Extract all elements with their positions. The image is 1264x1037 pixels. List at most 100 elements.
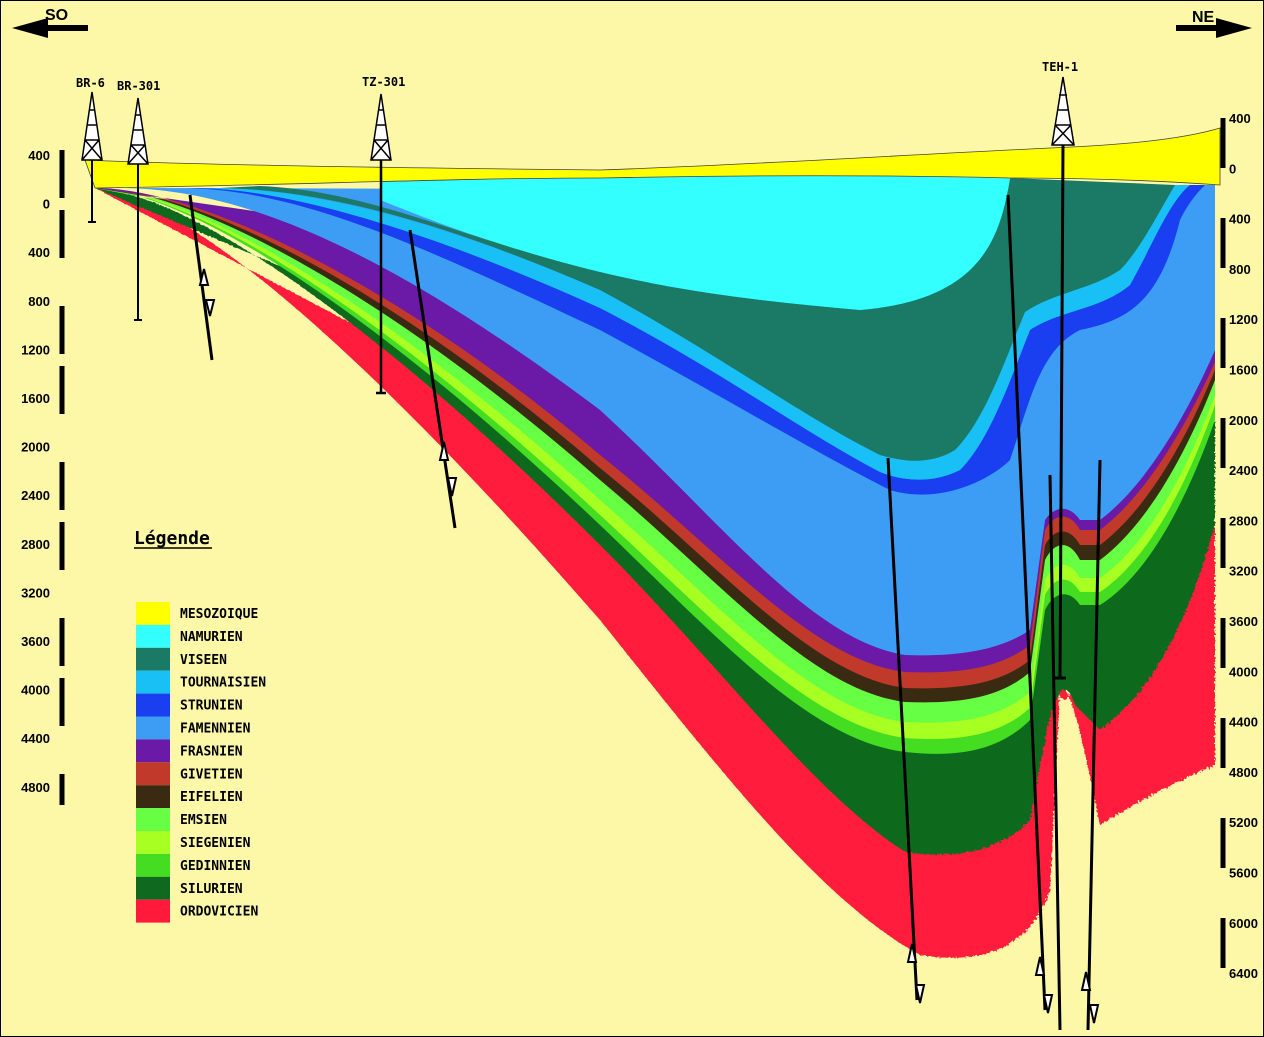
well-br-301: [127, 97, 149, 321]
derrick-icon: [370, 93, 392, 161]
right-depth-label: 1200: [1229, 312, 1258, 327]
left-depth-label: 1600: [21, 391, 50, 406]
right-depth-label: 400: [1229, 212, 1251, 227]
orientation-right: NE: [1176, 9, 1252, 38]
fault-arrow-icon: [1034, 956, 1054, 1014]
fault-line: [1048, 474, 1062, 1031]
fault-line: [886, 457, 919, 1001]
right-depth-label: 0: [1229, 161, 1236, 176]
legend-swatch: [136, 739, 170, 763]
well-label: TZ-301: [362, 75, 405, 89]
left-depth-label: 3600: [21, 634, 50, 649]
strata: [84, 127, 1221, 958]
fault-arrow-icon: [198, 268, 216, 317]
right-depth-label: 4400: [1229, 715, 1258, 730]
legend-swatch: [136, 785, 170, 809]
layer-namurien: [380, 175, 1010, 310]
legend-label: TOURNAISIEN: [180, 676, 266, 691]
derrick-icon: [1051, 76, 1075, 146]
arrow-right-icon: [1176, 18, 1252, 38]
right-depth-label: 2800: [1229, 513, 1258, 528]
fault-line: [1006, 194, 1047, 1011]
derrick-icon: [81, 91, 103, 161]
legend-label: NAMURIEN: [180, 630, 243, 645]
orientation-label-ne: NE: [1192, 9, 1215, 26]
well-label: TEH-1: [1042, 60, 1078, 74]
right-depth-label: 800: [1229, 262, 1251, 277]
well-trace: [1058, 144, 1065, 679]
legend-label: EIFELIEN: [180, 790, 243, 805]
legend-label: FRASNIEN: [180, 744, 243, 759]
left-depth-label: 2400: [21, 488, 50, 503]
left-depth-label: 2800: [21, 537, 50, 552]
right-depth-label: 4800: [1229, 765, 1258, 780]
right-depth-label: 1600: [1229, 363, 1258, 378]
right-depth-label: 3200: [1229, 564, 1258, 579]
left-depth-scale: 4000400800120016002000240028003200360040…: [21, 148, 65, 805]
right-depth-label: 6400: [1229, 966, 1258, 981]
right-depth-scale: 4000400800120016002000240028003200360040…: [1220, 111, 1258, 981]
legend-label: EMSIEN: [180, 813, 227, 828]
derrick-icon: [127, 97, 149, 165]
legend-swatch: [136, 670, 170, 694]
legend-label: GEDINNIEN: [180, 859, 251, 874]
legend-label: GIVETIEN: [180, 767, 243, 782]
layer-mesozoique: [84, 127, 1221, 189]
right-depth-label: 2000: [1229, 413, 1258, 428]
legend-swatch: [136, 808, 170, 831]
faults: [188, 194, 1102, 1031]
left-depth-label: 400: [28, 148, 50, 163]
legend-label: MESOZOIQUE: [180, 607, 258, 622]
left-depth-label: 800: [28, 294, 50, 309]
fault-arrow-icon: [906, 943, 926, 1004]
wells: [81, 76, 1075, 680]
legend-label: STRUNIEN: [180, 699, 243, 714]
legend-swatch: [136, 831, 170, 854]
left-depth-label: 4400: [21, 731, 50, 746]
left-depth-label: 0: [43, 197, 50, 212]
right-depth-label: 6000: [1229, 916, 1258, 931]
left-depth-label: 400: [28, 245, 50, 260]
well-label: BR-6: [76, 76, 105, 90]
legend-label: SIEGENIEN: [180, 836, 251, 851]
well-label: BR-301: [117, 79, 160, 93]
well-br-6: [81, 91, 103, 223]
fault-arrow-icon: [438, 441, 458, 497]
right-depth-label: 5600: [1229, 866, 1258, 881]
arrow-left-icon: [12, 18, 88, 38]
left-depth-label: 1200: [21, 342, 50, 357]
well-tz-301: [370, 93, 392, 395]
right-depth-label: 400: [1229, 111, 1251, 126]
left-depth-label: 2000: [21, 440, 50, 455]
left-depth-label: 4000: [21, 683, 50, 698]
well-teh-1: [1051, 76, 1075, 680]
legend-label: VISEEN: [180, 653, 227, 668]
left-depth-label: 3200: [21, 585, 50, 600]
legend-label: FAMENNIEN: [180, 722, 251, 737]
right-depth-label: 5200: [1229, 815, 1258, 830]
fault-line: [1086, 459, 1102, 1031]
legend-swatch: [136, 624, 170, 648]
fault-arrows: [198, 268, 1100, 1024]
legend-label: SILURIEN: [180, 882, 243, 897]
legend-swatch: [136, 602, 170, 625]
right-depth-label: 3600: [1229, 614, 1258, 629]
legend: Légende MESOZOIQUE NAMURIEN VISEEN TOURNAIS…: [134, 528, 266, 923]
legend-label: ORDOVICIEN: [180, 905, 258, 920]
legend-swatch: [136, 693, 170, 717]
legend-swatch: [136, 762, 170, 786]
legend-title: Légende: [134, 528, 210, 549]
left-depth-label: 4800: [21, 780, 50, 795]
legend-swatch: [136, 876, 170, 900]
right-depth-label: 2400: [1229, 463, 1258, 478]
legend-swatch: [136, 899, 170, 923]
orientation-left: SO: [12, 7, 88, 38]
legend-swatch: [136, 716, 170, 740]
well-labels: BR-6 BR-301 TZ-301 TEH-1: [76, 60, 1078, 93]
layer-viseen: [220, 178, 1175, 461]
right-depth-label: 4000: [1229, 664, 1258, 679]
legend-swatch: [136, 853, 170, 877]
fault-arrow-icon: [1080, 971, 1100, 1024]
orientation-label-so: SO: [45, 7, 68, 24]
